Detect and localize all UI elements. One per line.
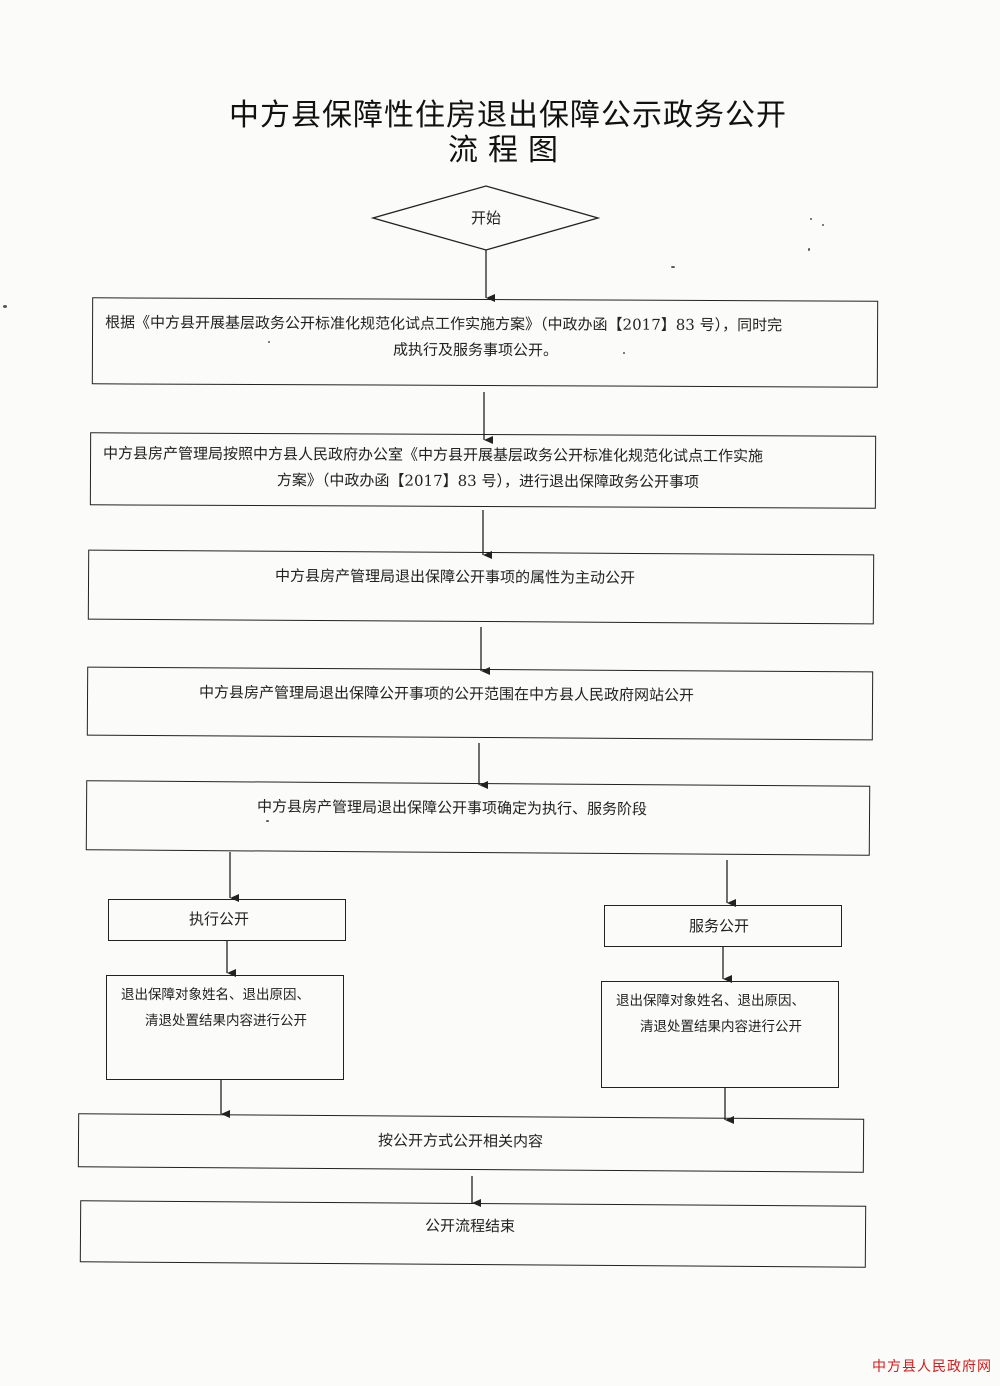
step4-box: 中方县房产管理局退出保障公开事项的公开范围在中方县人民政府网站公开 <box>86 666 874 741</box>
execute-detail-line2: 清退处置结果内容进行公开 <box>145 1013 307 1029</box>
step1-text-line2: 成执行及服务事项公开。 <box>392 340 559 360</box>
scan-speck <box>671 266 675 268</box>
scan-speck <box>810 218 812 220</box>
scan-speck <box>623 352 625 354</box>
service-disclosure-label: 服务公开 <box>689 917 750 935</box>
service-detail-box: 退出保障对象姓名、退出原因、 清退处置结果内容进行公开 <box>601 981 839 1088</box>
step4-text: 中方县房产管理局退出保障公开事项的公开范围在中方县人民政府网站公开 <box>199 683 695 705</box>
step5-box: 中方县房产管理局退出保障公开事项确定为执行、服务阶段 <box>85 780 871 856</box>
end-box: 公开流程结束 <box>79 1200 867 1268</box>
start-label: 开始 <box>470 209 501 227</box>
execute-disclosure-box: 执行公开 <box>108 899 346 941</box>
scan-speck <box>808 248 810 251</box>
step2-text-line1: 中方县房产管理局按照中方县人民政府办公室《中方县开展基层政务公开标准化规范化试点… <box>103 444 764 466</box>
scan-speck <box>3 305 7 308</box>
step1-text-line1: 根据《中方县开展基层政务公开标准化规范化试点工作实施方案》（中政办函【2017】… <box>105 313 783 335</box>
step2-box: 中方县房产管理局按照中方县人民政府办公室《中方县开展基层政务公开标准化规范化试点… <box>89 432 877 509</box>
service-disclosure-box: 服务公开 <box>604 905 842 947</box>
service-detail-line1: 退出保障对象姓名、退出原因、 <box>616 993 805 1009</box>
execute-detail-line1: 退出保障对象姓名、退出原因、 <box>121 987 310 1003</box>
start-diamond <box>370 185 601 251</box>
step3-box: 中方县房产管理局退出保障公开事项的属性为主动公开 <box>87 549 875 625</box>
end-text: 公开流程结束 <box>424 1216 516 1236</box>
site-watermark: 中方县人民政府网 <box>872 1359 992 1375</box>
scan-speck <box>268 341 270 343</box>
service-detail-line2: 清退处置结果内容进行公开 <box>640 1019 802 1035</box>
step5-text: 中方县房产管理局退出保障公开事项确定为执行、服务阶段 <box>257 797 648 819</box>
page-title: 中方县保障性住房退出保障公示政务公开 <box>229 98 787 133</box>
scan-speck <box>266 820 269 822</box>
execute-disclosure-label: 执行公开 <box>189 910 250 928</box>
step6-box: 按公开方式公开相关内容 <box>77 1113 865 1173</box>
step2-text-line2: 方案》（中政办函【2017】83 号），进行退出保障政务公开事项 <box>276 471 700 491</box>
step3-text: 中方县房产管理局退出保障公开事项的属性为主动公开 <box>275 566 636 587</box>
execute-detail-box: 退出保障对象姓名、退出原因、 清退处置结果内容进行公开 <box>106 975 344 1080</box>
page-subtitle: 流程图 <box>448 133 568 168</box>
step6-text: 按公开方式公开相关内容 <box>377 1131 544 1151</box>
step1-box: 根据《中方县开展基层政务公开标准化规范化试点工作实施方案》（中政办函【2017】… <box>91 297 879 388</box>
scan-speck <box>822 224 824 226</box>
